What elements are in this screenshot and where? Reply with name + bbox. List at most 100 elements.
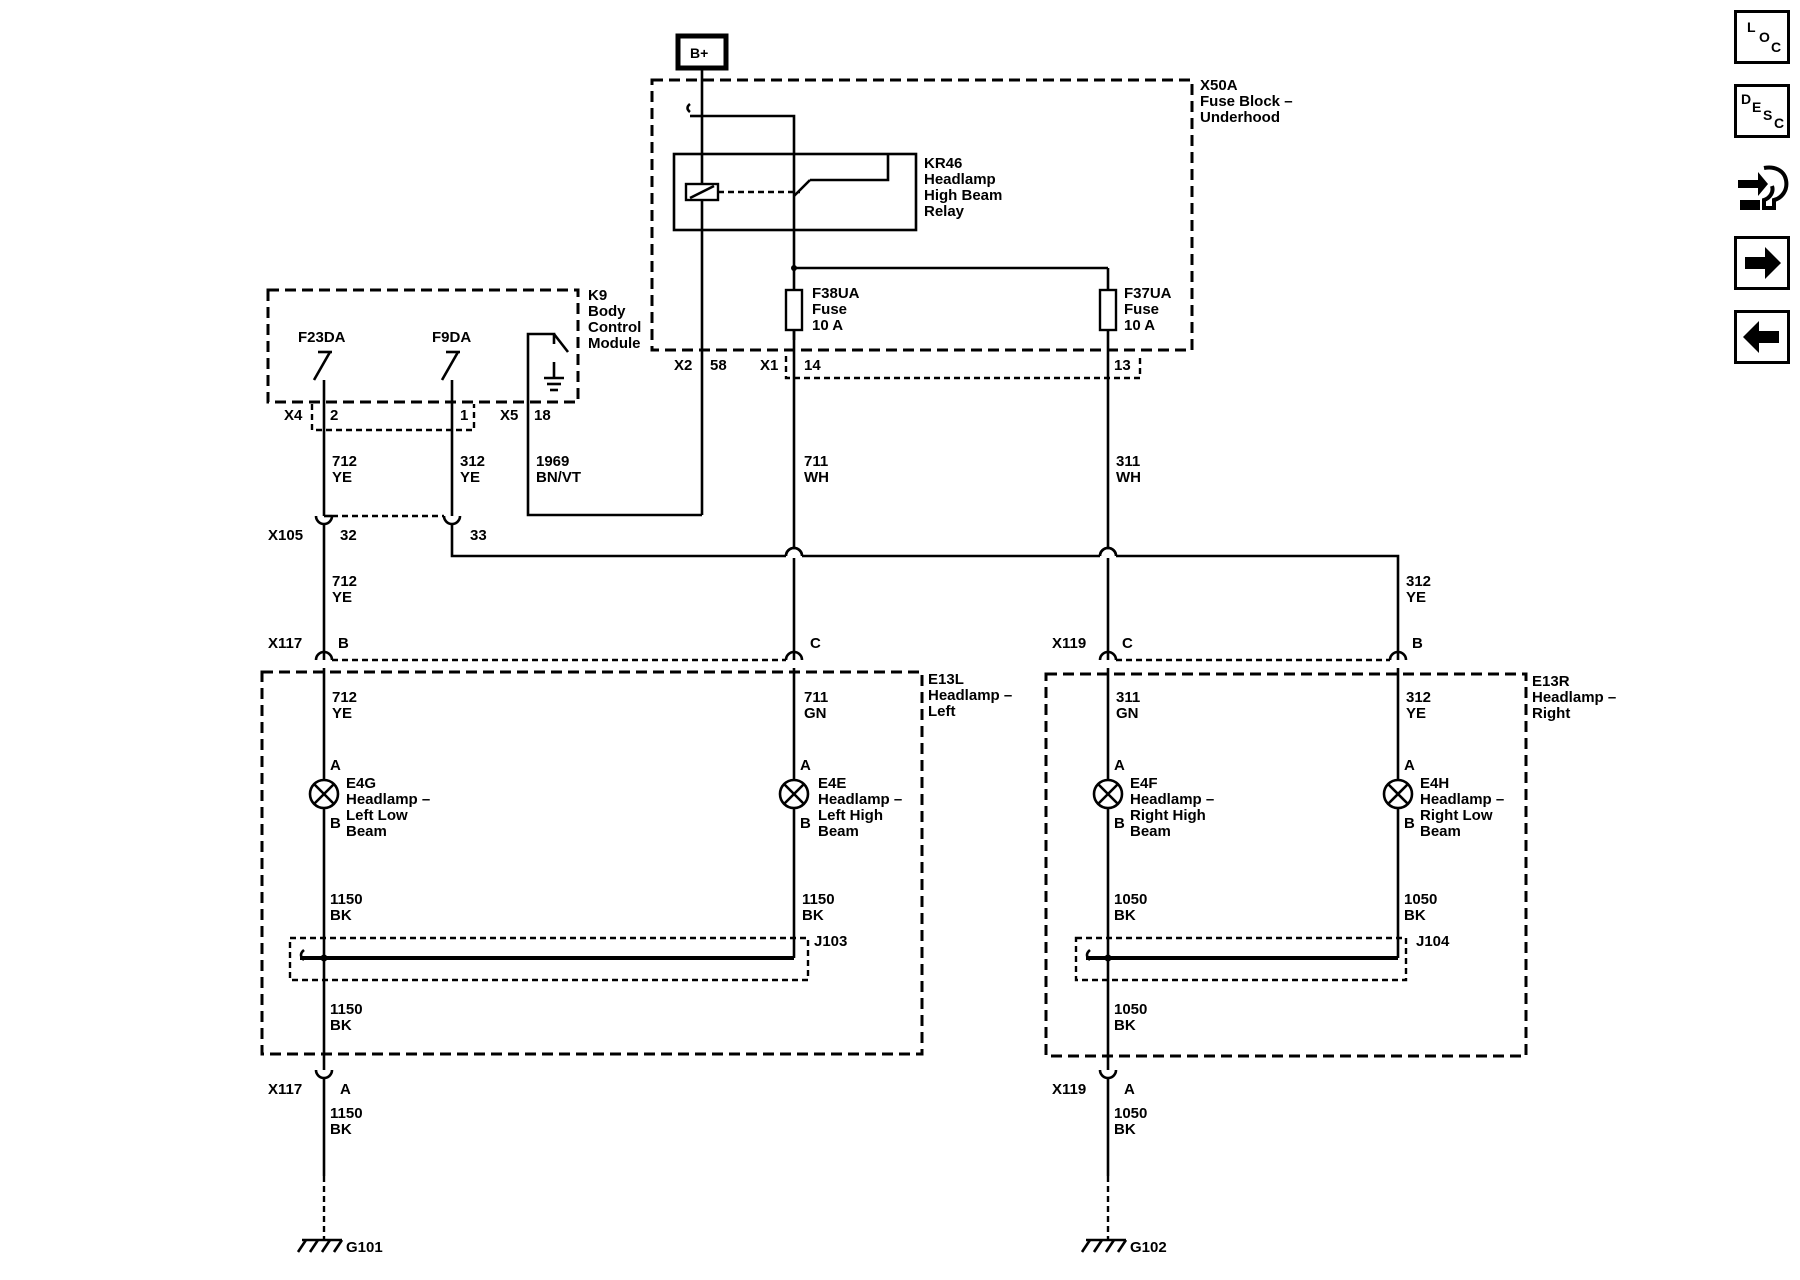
lamp-e4e-l1: Headlamp – — [818, 791, 902, 808]
fuse-f38ua-id: F38UA — [812, 285, 860, 302]
fuse-f38ua-l1: Fuse — [812, 301, 847, 318]
label-wire-712c-color: YE — [332, 705, 352, 722]
fuse-block-id: X50A — [1200, 77, 1238, 94]
conn-x119-b — [1388, 650, 1408, 661]
label-wire-312b: 312 — [1406, 573, 1431, 590]
desc-letter-e: E — [1752, 99, 1762, 115]
headlamp-left-outline — [260, 670, 924, 1056]
conn-x117-pin-b: B — [338, 635, 349, 652]
label-wire-1969-color: BN/VT — [536, 469, 581, 486]
lamp-e4e — [778, 778, 810, 810]
conn-x105-33 — [442, 515, 462, 526]
tools-button[interactable] — [1734, 160, 1790, 214]
lamp-e4h-pin-a: A — [1404, 757, 1415, 774]
label-wire-712b-color: YE — [332, 589, 352, 606]
lamp-e4h-l2: Right Low — [1420, 807, 1493, 824]
bcm-l1: Body — [588, 303, 626, 320]
headlamp-right-outline — [1044, 672, 1528, 1058]
conn-x105-pin33: 33 — [470, 527, 487, 544]
bcm-id: K9 — [588, 287, 607, 304]
relay-id: KR46 — [924, 155, 962, 172]
conn-x119-pin-c: C — [1122, 635, 1133, 652]
label-wire-1969: 1969 — [536, 453, 569, 470]
conn-x4-pin1: 1 — [460, 407, 468, 424]
lamp-e4e-id: E4E — [818, 775, 846, 792]
splice-j103-label: J103 — [814, 933, 847, 950]
lamp-e4f-pin-b: B — [1114, 815, 1125, 832]
desc-letter-c: C — [1774, 115, 1785, 131]
fuse-f37ua-l2: 10 A — [1124, 317, 1155, 334]
headlamp-left-l1: Headlamp – — [928, 687, 1012, 704]
splice-j104-label: J104 — [1416, 933, 1450, 950]
label-wire-1150c: 1150 — [330, 1001, 363, 1018]
label-wire-312a-color: YE — [460, 469, 480, 486]
fuse-f37ua — [1098, 288, 1118, 332]
headlamp-right-l1: Headlamp – — [1532, 689, 1616, 706]
label-wire-1150b-color: BK — [802, 907, 824, 924]
conn-x1-outline — [784, 356, 1142, 380]
lamp-e4f-l3: Beam — [1130, 823, 1171, 840]
label-wire-1150d-color: BK — [330, 1121, 352, 1138]
conn-x1: X1 — [760, 357, 778, 374]
ground-g101 — [296, 1238, 344, 1253]
back-button[interactable] — [1734, 310, 1790, 364]
headlamp-right-id: E13R — [1532, 673, 1570, 690]
label-wire-711a: 711 — [804, 453, 828, 470]
label-wire-712b: 712 — [332, 573, 357, 590]
conn-x105: X105 — [268, 527, 303, 544]
label-wire-1150b: 1150 — [802, 891, 835, 908]
conn-x4: X4 — [284, 407, 303, 424]
bplus-tap — [686, 102, 691, 114]
switch-f9da — [440, 351, 460, 381]
label-wire-711c-color: GN — [804, 705, 827, 722]
lamp-e4f — [1092, 778, 1124, 810]
conn-x117-pin-c: C — [810, 635, 821, 652]
tools-icon — [1738, 165, 1789, 210]
label-wire-1050d-color: BK — [1114, 1121, 1136, 1138]
lamp-e4g-id: E4G — [346, 775, 376, 792]
ground-g101-label: G101 — [346, 1239, 383, 1256]
label-wire-712a: 712 — [332, 453, 357, 470]
conn-x2: X2 — [674, 357, 692, 374]
arrow-left-icon — [1743, 321, 1779, 353]
conn-x5: X5 — [500, 407, 518, 424]
fuse-block-outline — [650, 78, 1194, 352]
label-wire-1150a-color: BK — [330, 907, 352, 924]
location-button[interactable]: L O C — [1734, 10, 1790, 64]
conn-x117-c — [784, 650, 804, 661]
label-wire-711c: 711 — [804, 689, 828, 706]
conn-x119-top: X119 — [1052, 635, 1086, 652]
forward-button[interactable] — [1734, 236, 1790, 290]
label-wire-311c: 311 — [1116, 689, 1140, 706]
bplus-label: B+ — [690, 45, 708, 61]
switch-f23da — [312, 351, 332, 381]
bcm-sw2: F9DA — [432, 329, 471, 346]
wire-1969 — [526, 380, 702, 517]
label-wire-311a-color: WH — [1116, 469, 1141, 486]
conn-x117-a — [314, 1069, 334, 1080]
headlamp-left-l2: Left — [928, 703, 956, 720]
lamp-e4g-l2: Left Low — [346, 807, 408, 824]
fuse-f37ua-id: F37UA — [1124, 285, 1172, 302]
loc-letter-c: C — [1771, 39, 1782, 55]
label-wire-1050a: 1050 — [1114, 891, 1147, 908]
relay-l1: Headlamp — [924, 171, 996, 188]
conn-x5-pin: 18 — [534, 407, 551, 424]
bcm-l3: Module — [588, 335, 641, 352]
description-button[interactable]: D E S C — [1734, 84, 1790, 138]
label-wire-1050c: 1050 — [1114, 1001, 1147, 1018]
lamp-e4f-l2: Right High — [1130, 807, 1206, 824]
conn-x1-pin14: 14 — [804, 357, 821, 374]
conn-x2-pin: 58 — [710, 357, 727, 374]
lamp-e4h-pin-b: B — [1404, 815, 1415, 832]
relay-contact — [793, 179, 811, 197]
lamp-e4e-l3: Beam — [818, 823, 859, 840]
relay-box — [672, 152, 918, 232]
conn-x117-b — [314, 650, 334, 661]
lamp-e4e-pin-b: B — [800, 815, 811, 832]
conn-x1-pin13: 13 — [1114, 357, 1131, 374]
label-wire-1050b: 1050 — [1404, 891, 1437, 908]
label-wire-311a: 311 — [1116, 453, 1140, 470]
fuse-block-name: Fuse Block – — [1200, 93, 1293, 110]
conn-x105-32 — [314, 515, 334, 526]
